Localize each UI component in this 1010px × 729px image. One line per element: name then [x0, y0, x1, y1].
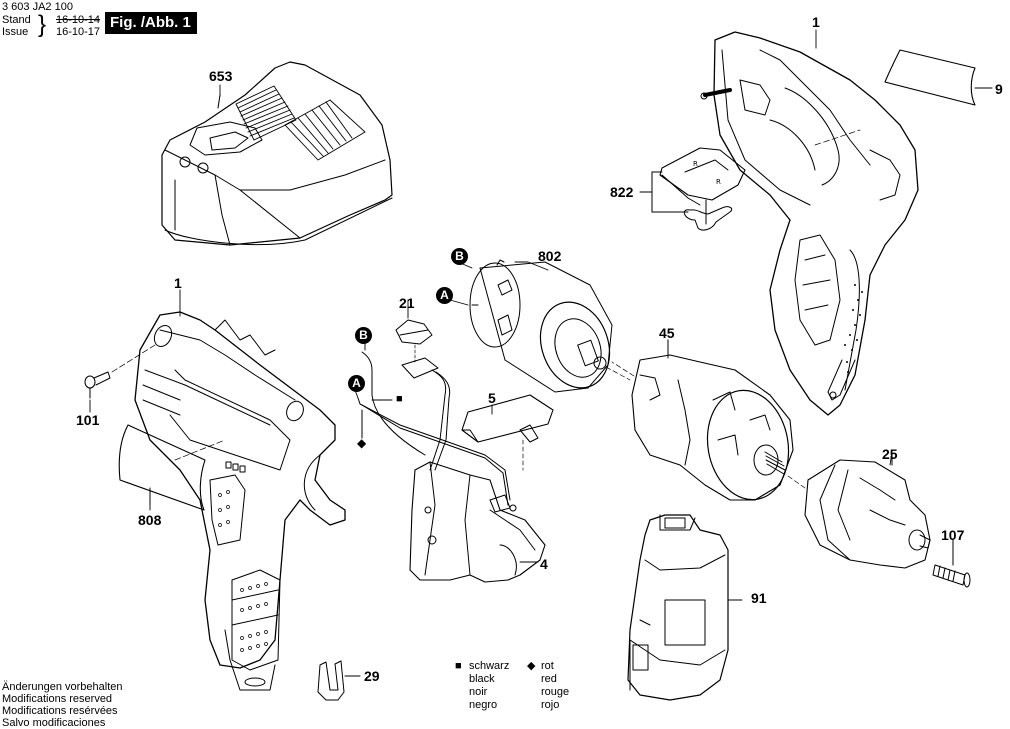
part-label-808: 808	[138, 512, 162, 528]
part-label-45: 45	[659, 325, 675, 341]
modifications-note: Änderungen vorbehalten Modifications res…	[2, 681, 122, 729]
legend-black-en: black	[469, 673, 495, 685]
note-de: Änderungen vorbehalten	[2, 681, 123, 693]
gearbox-drawing	[611, 339, 806, 501]
legend-red-en: red	[541, 673, 557, 685]
label-left-drawing	[118, 424, 226, 511]
svg-text:R: R	[693, 160, 698, 168]
wire-marker-red: ◆	[357, 436, 367, 450]
legend-black: ■ schwarz black noir negro	[455, 660, 509, 712]
brace-symbol: }	[38, 11, 47, 38]
stand-label: Stand	[2, 14, 31, 26]
legend-black-es: negro	[469, 699, 498, 711]
document-code: 3 603 JA2 100	[2, 1, 73, 13]
part-label-653: 653	[209, 68, 233, 84]
part-label-29: 29	[364, 668, 380, 684]
black-diamond-icon: ◆	[527, 660, 536, 672]
led-cap-drawing	[395, 319, 451, 471]
screw-107-drawing	[932, 539, 971, 588]
connector-a-wire: A	[348, 375, 365, 392]
note-fr: Modifications resérvées	[2, 705, 118, 717]
legend-red-es: rojo	[541, 699, 560, 711]
battery-drawing	[627, 514, 743, 701]
housing-left-drawing	[134, 311, 346, 691]
chuck-drawing	[804, 454, 931, 569]
note-en: Modifications reserved	[2, 693, 113, 705]
part-label-9: 9	[995, 81, 1003, 97]
note-es: Salvo modificaciones	[2, 717, 106, 729]
part-label-5: 5	[488, 390, 496, 406]
part-label-101: 101	[76, 412, 100, 428]
part-label-1-right: 1	[812, 14, 820, 30]
wire-marker-black: ■	[396, 393, 403, 405]
new-date: 16-10-17	[56, 26, 101, 38]
connector-a-motor: A	[436, 287, 453, 304]
switch-drawing	[409, 394, 554, 583]
legend-black-fr: noir	[469, 686, 488, 698]
legend-black-de: schwarz	[469, 660, 510, 672]
connector-b-motor: B	[451, 248, 468, 265]
figure-badge: Fig. /Abb. 1	[105, 12, 197, 34]
screw-101-drawing	[84, 344, 156, 399]
leader-lines	[89, 29, 954, 566]
legend-red: ◆ rot red rouge rojo	[527, 660, 569, 712]
charger-drawing	[161, 61, 393, 246]
legend-red-de: rot	[541, 660, 554, 672]
black-square-icon: ■	[455, 660, 462, 672]
part-label-21: 21	[399, 295, 415, 311]
clip-drawing	[317, 660, 361, 701]
label-right-drawing	[884, 49, 993, 106]
part-label-802: 802	[538, 248, 562, 264]
part-label-107: 107	[941, 527, 965, 543]
part-label-4: 4	[540, 556, 548, 572]
part-label-25: 25	[882, 446, 898, 462]
connector-b-wire: B	[355, 327, 372, 344]
part-label-1-left: 1	[174, 275, 182, 291]
motor-drawing	[469, 259, 631, 393]
legend-red-fr: rouge	[541, 686, 570, 698]
part-label-91: 91	[751, 590, 767, 606]
part-label-822: 822	[610, 184, 634, 200]
direction-switch-drawing: R R	[639, 147, 746, 231]
issue-label: Issue	[2, 26, 29, 38]
svg-text:R: R	[716, 178, 721, 186]
old-date: 16-10-14	[56, 14, 101, 26]
housing-right-drawing	[700, 31, 919, 416]
wires-drawing	[357, 351, 511, 506]
